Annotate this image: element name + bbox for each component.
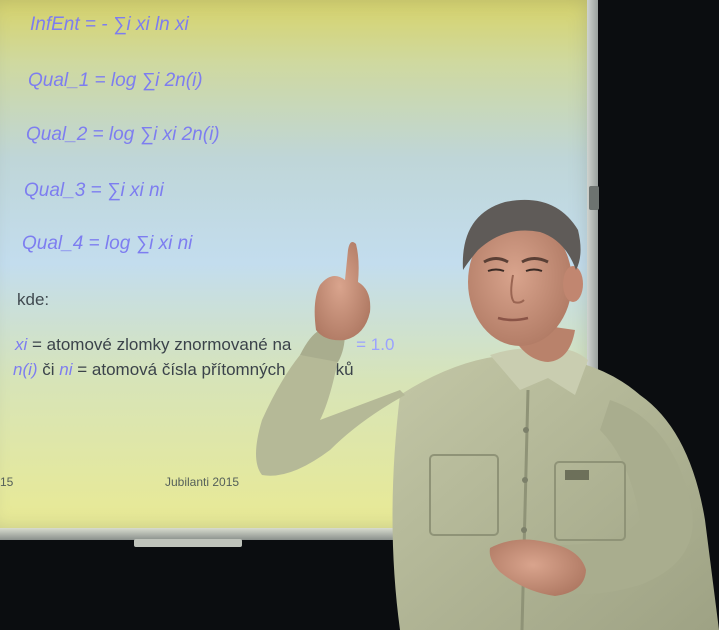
formula-qual-4: Qual_4 = log ∑i xi ni: [22, 233, 193, 254]
slide-footer-center: Jubilanti 2015: [165, 475, 240, 489]
mouth: [497, 316, 529, 322]
formula-infent: InfEnt = - ∑i xi ln xi: [30, 14, 189, 35]
formula-qual-3: Qual_3 = ∑i xi ni: [24, 180, 164, 201]
nose: [510, 274, 525, 304]
lower-hand: [489, 539, 586, 596]
chest-pocket-left: [429, 454, 499, 536]
screen-latch: [589, 186, 599, 210]
head: [468, 218, 572, 346]
shirt-collar: [490, 348, 588, 395]
shirt-arm-raised: [256, 355, 405, 476]
screen-pull-handle: [134, 539, 242, 547]
kde-label: kde:: [17, 290, 50, 309]
shirt-button: [521, 527, 527, 533]
hair: [462, 199, 581, 270]
shirt-button: [523, 427, 529, 433]
eyes: [487, 268, 543, 272]
slide-footer-left: 15: [0, 475, 14, 489]
pocket-label: [565, 470, 589, 480]
formula-qual-2: Qual_2 = log ∑i xi 2n(i): [26, 124, 220, 145]
chest-pocket-right: [554, 461, 626, 541]
screen-frame-right: [587, 0, 598, 540]
formula-qual-1: Qual_1 = log ∑i 2n(i): [28, 70, 203, 91]
raised-hand: [314, 242, 371, 341]
shirt-arm-lower: [555, 400, 693, 594]
shirt-button: [522, 477, 528, 483]
eyebrows: [483, 257, 549, 264]
definition-xi: xi = atomové zlomky znormované na = 1.0: [15, 335, 395, 354]
ear: [563, 266, 583, 302]
